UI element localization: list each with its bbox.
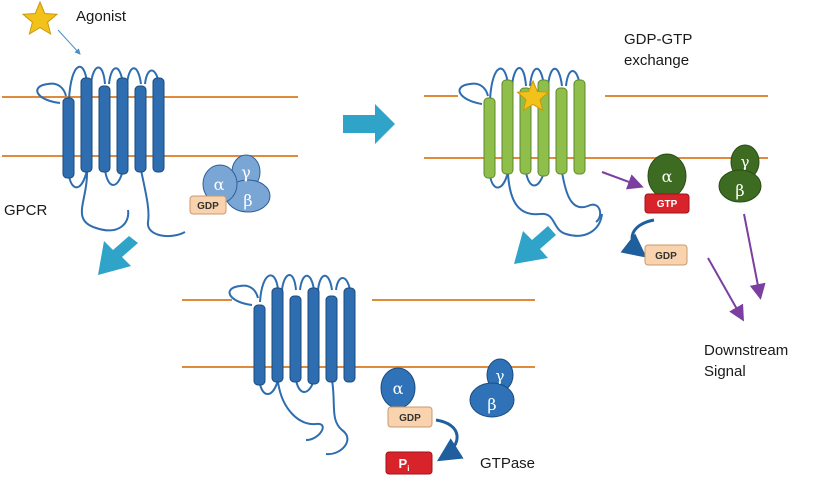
downstream-label-line2: Signal: [704, 363, 746, 380]
bound-agonist-star-icon: [516, 79, 550, 112]
helix: [573, 79, 586, 175]
helix: [343, 287, 356, 383]
receptor-n-terminus: [228, 284, 259, 306]
panel-active: GDP-GTP exchange α GTP γ β GDP Downstrea…: [424, 31, 788, 380]
gtpase-label: GTPase: [480, 455, 535, 472]
receptor-helices-inactive: [62, 77, 165, 179]
helix: [325, 295, 338, 383]
gdp-tag: [189, 195, 227, 215]
receptor-c-tail: [507, 173, 603, 237]
receptor-c-tail: [277, 381, 324, 441]
exchange-label-line2: exchange: [624, 52, 689, 69]
activation-arrow: [601, 171, 644, 190]
step-arrow-right: [343, 104, 395, 144]
pi-tag: [385, 451, 433, 475]
agonist-pointer-arrow: [57, 29, 81, 55]
gdp-release-arrow: [620, 218, 655, 258]
gtp-tag: [644, 193, 690, 214]
pi-tag-label: Pi: [399, 456, 410, 473]
helix: [555, 87, 568, 175]
helix: [501, 79, 514, 175]
gdp-tag-label: GDP: [197, 201, 219, 212]
agonist-star-icon: [21, 0, 59, 36]
betagamma-signal-arrow: [743, 213, 766, 300]
receptor-extracellular-loops: [489, 67, 581, 101]
beta-symbol: β: [487, 395, 496, 414]
exchange-label-line1: GDP-GTP: [624, 31, 692, 48]
receptor-extracellular-loops: [68, 65, 160, 101]
agonist-label: Agonist: [76, 8, 127, 25]
gamma-symbol: γ: [241, 163, 251, 182]
beta-symbol: β: [735, 181, 744, 200]
helix: [519, 87, 532, 175]
gtp-tag-label: GTP: [657, 199, 678, 210]
helix: [98, 85, 111, 173]
pi-release-arrow: [435, 418, 464, 462]
receptor-n-terminus: [458, 82, 489, 105]
receptor-c-tail: [80, 171, 130, 232]
step-arrow-down-left: [514, 226, 556, 264]
helix: [152, 77, 165, 173]
alpha-signal-arrow: [707, 257, 744, 322]
receptor-intracellular-loops: [259, 379, 349, 456]
downstream-label-line1: Downstream: [704, 342, 788, 359]
helix: [62, 97, 75, 179]
receptor-n-terminus: [36, 82, 67, 104]
gdp-tag-label: GDP: [399, 413, 421, 424]
helix: [289, 295, 302, 383]
alpha-symbol: α: [662, 167, 673, 186]
beta-symbol: β: [243, 191, 252, 210]
gdp-released-tag: [644, 244, 688, 266]
gamma-symbol: γ: [496, 367, 505, 385]
gamma-symbol: γ: [741, 153, 750, 171]
helix: [307, 287, 320, 385]
panel-inactive: γ β α GDP Agonist GPCR: [2, 0, 298, 238]
g-beta-active-subunit: [718, 169, 762, 203]
helix: [483, 97, 496, 179]
alpha-symbol: α: [393, 379, 404, 398]
gdp-tag: [387, 406, 433, 428]
panel-hydrolysis: α GDP Pi GTPase γ β: [182, 274, 535, 475]
helix: [134, 85, 147, 173]
g-beta-inactive-subunit: [469, 382, 515, 418]
gdp-released-label: GDP: [655, 251, 677, 262]
gpcr-label: GPCR: [4, 202, 48, 219]
alpha-symbol: α: [214, 175, 225, 194]
receptor-helices-active: [483, 79, 586, 179]
receptor-extracellular-loops: [259, 274, 351, 303]
helix: [271, 287, 284, 383]
receptor-helices-reset: [253, 287, 356, 386]
helix: [253, 304, 266, 386]
helix: [116, 77, 129, 175]
step-arrow-up-left: [98, 236, 138, 275]
helix: [80, 77, 93, 173]
